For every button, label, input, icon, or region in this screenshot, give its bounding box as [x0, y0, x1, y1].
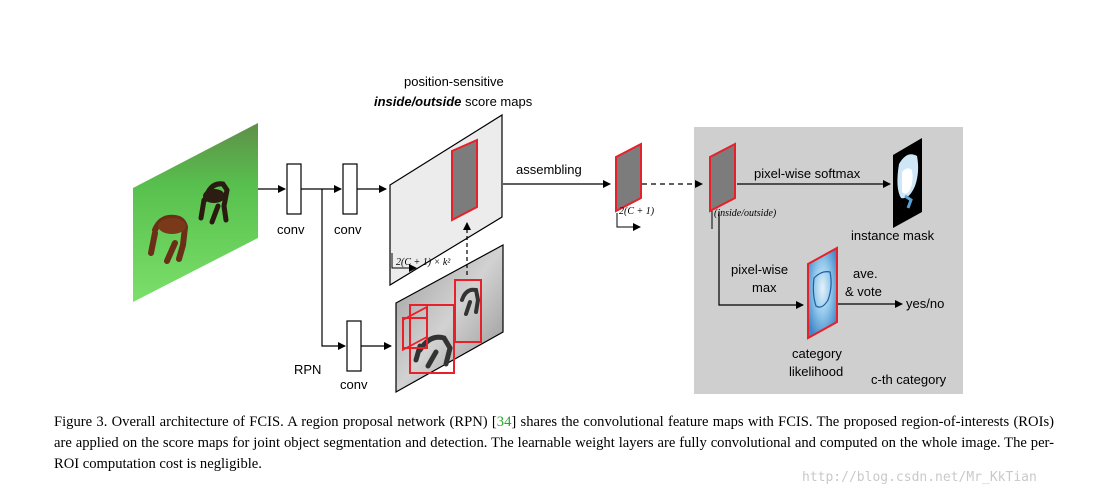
category-likelihood-label-1: category [792, 346, 842, 361]
score-maps-rest: score maps [461, 94, 532, 109]
score-maps-bold-term: inside/outside [374, 94, 461, 109]
conv2-label: conv [334, 222, 362, 237]
roi-image [395, 243, 504, 394]
conv1-label: conv [277, 222, 305, 237]
score-maps-title-line2: inside/outside score maps [374, 94, 533, 109]
pixelwise-max-label-2: max [752, 280, 777, 295]
score-map-roi [451, 138, 478, 222]
conv-rpn-label: conv [340, 377, 368, 392]
conv-block-rpn [346, 320, 362, 372]
instance-mask-label: instance mask [851, 228, 935, 243]
inside-outside-label: (inside/outside) [714, 208, 777, 219]
caption-reference-link[interactable]: 34 [496, 414, 512, 430]
yes-no-label: yes/no [906, 296, 944, 311]
conv-block-1 [286, 163, 302, 215]
ave-label-1: ave. [853, 266, 878, 281]
category-likelihood-map [807, 246, 838, 340]
score-maps-title-line1: position-sensitive [404, 74, 504, 89]
cth-category-label: c-th category [871, 372, 947, 387]
category-likelihood-label-2: likelihood [789, 364, 843, 379]
assembling-label: assembling [516, 162, 582, 177]
instance-mask-image [893, 138, 922, 228]
roi-box-3 [454, 279, 482, 343]
conv-block-2 [342, 163, 358, 215]
input-image [133, 123, 258, 302]
max-branch-line [718, 212, 804, 309]
figure-caption: Figure 3. Overall architecture of FCIS. … [54, 412, 1054, 475]
rpn-label: RPN [294, 362, 321, 377]
score-maps-dim-arrow [391, 253, 417, 272]
roi-box-1 [402, 317, 428, 349]
assembled-dim-label: 2(C + 1) [619, 206, 655, 217]
caption-text-before: Figure 3. Overall architecture of FCIS. … [54, 414, 497, 430]
pixelwise-max-label-1: pixel-wise [731, 262, 788, 277]
ave-label-2: & vote [845, 284, 882, 299]
caption-text-after: ] shares the convolutional feature maps … [54, 414, 1054, 472]
softmax-label: pixel-wise softmax [754, 166, 861, 181]
rpn-branch-line [321, 189, 346, 350]
inside-outside-map [709, 142, 736, 213]
watermark: http://blog.csdn.net/Mr_KkTian [802, 470, 1037, 485]
score-maps-dim-label: 2(C + 1) × k² [396, 257, 451, 268]
assembled-dim-arrow [616, 213, 641, 231]
assembled-roi-map [615, 142, 642, 213]
